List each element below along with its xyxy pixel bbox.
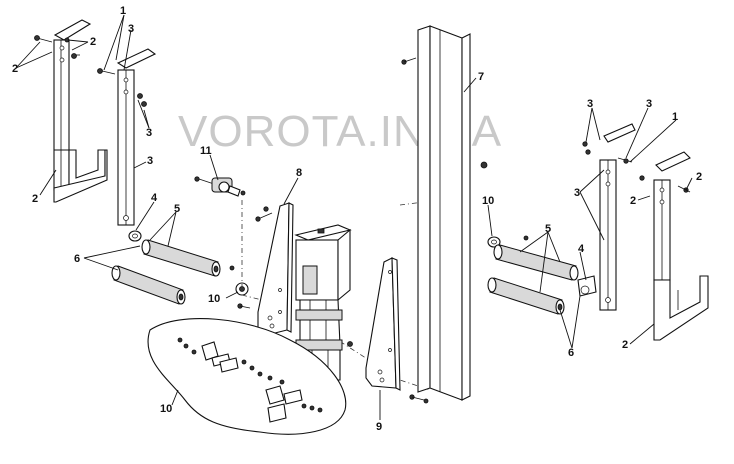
leader-lines — [15, 14, 693, 420]
right-bracket-washer — [577, 275, 597, 297]
callout-2-right-low: 2 — [622, 339, 628, 351]
callout-2-left-mid: 2 — [12, 63, 18, 75]
left-hanging-bracket — [53, 19, 108, 203]
callout-1-right: 1 — [672, 111, 678, 123]
callout-8: 8 — [296, 167, 302, 179]
callout-5-left: 5 — [174, 203, 180, 215]
callout-2-left-low: 2 — [32, 193, 38, 205]
callout-3-left-top: 3 — [128, 23, 134, 35]
callout-2-right-top: 2 — [696, 171, 702, 183]
callout-5-right: 5 — [545, 223, 551, 235]
motor-mounting-plate — [257, 202, 294, 337]
callout-3-right-mid: 3 — [574, 187, 580, 199]
callout-10-kit: 10 — [160, 403, 172, 415]
callout-4-right: 4 — [578, 243, 585, 255]
guide-rail — [401, 25, 488, 401]
rail-mounting-plate — [365, 257, 429, 404]
callout-6-left: 6 — [74, 253, 80, 265]
left-bracket-bolts — [34, 35, 80, 59]
callout-10-right: 10 — [482, 195, 494, 207]
callout-3-right-top: 3 — [587, 98, 593, 110]
right-hanger-strap — [582, 123, 636, 311]
right-shafts — [487, 244, 579, 315]
callout-6-right: 6 — [568, 347, 574, 359]
left-hanger-strap — [116, 48, 157, 226]
callout-7: 7 — [478, 71, 484, 83]
callout-11: 11 — [200, 145, 212, 157]
left-shafts — [111, 239, 221, 305]
callout-3-right-top-b: 3 — [646, 98, 652, 110]
callout-3-left-mid: 3 — [146, 127, 152, 139]
left-hanger-bolts — [97, 68, 147, 107]
center-bushing — [229, 206, 273, 309]
callout-numbers: 1 3 2 2 3 3 2 4 5 6 11 10 8 7 10 5 4 6 3… — [12, 5, 702, 433]
callout-9: 9 — [376, 421, 382, 433]
callout-10-center: 10 — [208, 293, 220, 305]
callout-2-left-top: 2 — [90, 36, 96, 48]
callout-1-left: 1 — [120, 5, 126, 17]
callout-2-right-mid: 2 — [630, 195, 636, 207]
right-washer — [487, 235, 529, 248]
fastener-kit-bubble — [147, 318, 347, 435]
limit-switch-lock — [194, 176, 246, 197]
right-hanging-bracket — [639, 151, 709, 341]
left-washer — [128, 230, 142, 242]
callout-4-left: 4 — [151, 192, 158, 204]
callout-3-left-low: 3 — [147, 155, 153, 167]
